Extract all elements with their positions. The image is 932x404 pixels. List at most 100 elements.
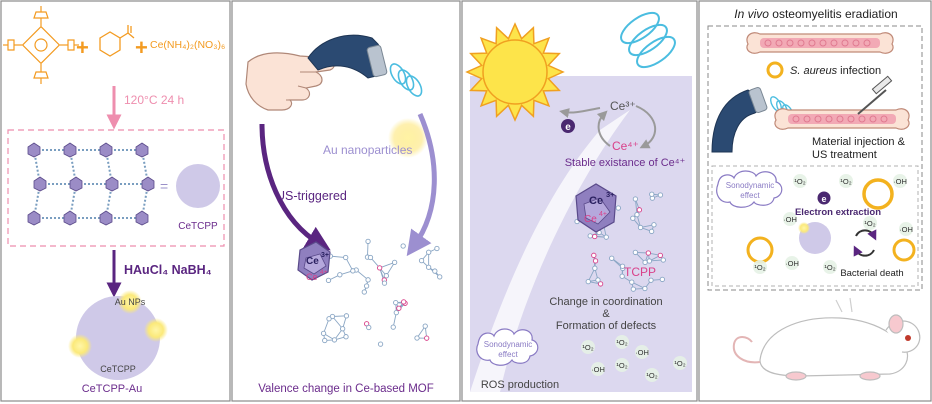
atom — [646, 258, 653, 264]
ultrasound-probe — [307, 34, 388, 79]
bacteria-dot — [814, 115, 822, 123]
electron-extraction-label: Electron extraction — [795, 207, 881, 218]
panel-valence-change: Au nanoparticles US-triggered Ce 3+ Ce 4… — [231, 0, 461, 402]
ce-cluster — [297, 241, 331, 281]
ros-label: ·OH — [591, 365, 605, 374]
ros-label: ¹O₂ — [754, 263, 765, 272]
atom — [367, 254, 374, 261]
atom — [377, 341, 384, 347]
bacteria-dot — [764, 39, 772, 47]
ros-production-caption: ROS production — [481, 379, 559, 391]
ce4-label: Ce — [306, 272, 318, 282]
cetcpp-au-core — [76, 296, 160, 380]
atom — [632, 249, 639, 256]
inner-dashed-box — [707, 25, 923, 291]
atom — [651, 222, 657, 228]
ros-bubble — [581, 340, 595, 354]
atom — [383, 273, 390, 279]
atom — [326, 316, 332, 322]
atom — [325, 277, 332, 284]
atom — [320, 330, 327, 337]
atom — [400, 243, 406, 249]
ce-node — [99, 210, 113, 226]
injection-label-line1: Material injection & — [812, 136, 906, 148]
ultrasound-probe — [711, 87, 768, 153]
bacteria-dot — [792, 115, 800, 123]
atom — [649, 191, 655, 197]
atom — [424, 335, 430, 341]
atom — [437, 274, 443, 280]
atom — [592, 233, 598, 240]
bond — [379, 261, 395, 269]
atom — [657, 192, 664, 198]
sonodynamic-effect-cloud — [716, 170, 783, 208]
ce-node — [135, 210, 149, 226]
au-nanoparticle — [68, 334, 92, 358]
ros-bubble — [753, 260, 767, 274]
stable-ce4-text: Stable existance of Ce⁴⁺ — [565, 157, 686, 169]
bacteria-dot — [819, 39, 827, 47]
electron-release-arrow — [559, 107, 601, 118]
ros-bubble — [793, 174, 807, 188]
redox-cycle-arrow-right — [635, 105, 657, 149]
sonodynamic-line2: effect — [498, 350, 518, 359]
tcpp-label: TCPP — [624, 265, 656, 279]
ros-label: ¹O₂ — [616, 338, 627, 347]
atom — [591, 252, 597, 258]
mechanism-box — [711, 165, 919, 287]
ce3-superscript: 3+ — [321, 252, 329, 259]
electron-icon — [561, 119, 575, 133]
ros-label: ·OH — [783, 215, 797, 224]
syringe-icon — [857, 75, 893, 115]
bacteria-dot — [786, 39, 794, 47]
redox-cycle-arrow-left — [596, 110, 611, 147]
us-triggered-label: US-triggered — [276, 189, 347, 203]
atom — [343, 334, 349, 340]
cetcpp-label: CeTCPP — [178, 221, 218, 232]
atom — [343, 313, 350, 319]
atom — [331, 337, 338, 343]
atom — [632, 196, 639, 202]
atom — [350, 268, 356, 274]
atom — [381, 280, 388, 286]
ros-bubble — [785, 256, 799, 270]
ce-node — [69, 176, 83, 192]
ros-bubble — [645, 368, 659, 382]
panel-in-vivo: In vivo osteomyelitis eradiation S. aure… — [698, 0, 932, 402]
ros-bubble — [673, 356, 687, 370]
au-nanoparticle — [118, 290, 142, 314]
tcpp-ligand-structure — [3, 6, 79, 84]
ros-label: ·OH — [635, 348, 649, 357]
rat-illustration — [732, 297, 921, 381]
atom — [361, 289, 367, 295]
ros-label: ·OH — [893, 177, 907, 186]
injection-label-line2: US treatment — [812, 149, 877, 161]
atom — [426, 249, 432, 255]
defect-formation-text: Formation of defects — [556, 320, 657, 332]
atom — [642, 285, 648, 292]
ros-bubble — [615, 335, 629, 349]
atom — [414, 335, 420, 341]
ros-label: ·OH — [785, 259, 799, 268]
ros-label: ·OH — [899, 225, 913, 234]
reaction-condition: 120°C 24 h — [124, 93, 184, 107]
sonodynamic-line1: Sonodynamic — [484, 340, 532, 349]
atom — [422, 323, 428, 329]
ce-node — [63, 142, 77, 158]
au-nanoparticle-glow — [388, 118, 428, 158]
mof-network — [320, 238, 443, 347]
atom — [390, 324, 396, 330]
ce-node — [27, 142, 41, 158]
ros-bubble — [591, 362, 605, 376]
ros-label: ¹O₂ — [582, 343, 593, 352]
bacterium-icon — [862, 178, 894, 210]
bacteria-dot — [808, 39, 816, 47]
atom — [343, 254, 349, 261]
atom — [391, 259, 398, 266]
ce3-superscript: 3+ — [606, 190, 615, 199]
atom — [587, 233, 593, 239]
electron-symbol: e — [821, 194, 826, 204]
ce-node — [99, 142, 113, 158]
atom — [376, 265, 383, 271]
bacteria-dot — [830, 39, 838, 47]
